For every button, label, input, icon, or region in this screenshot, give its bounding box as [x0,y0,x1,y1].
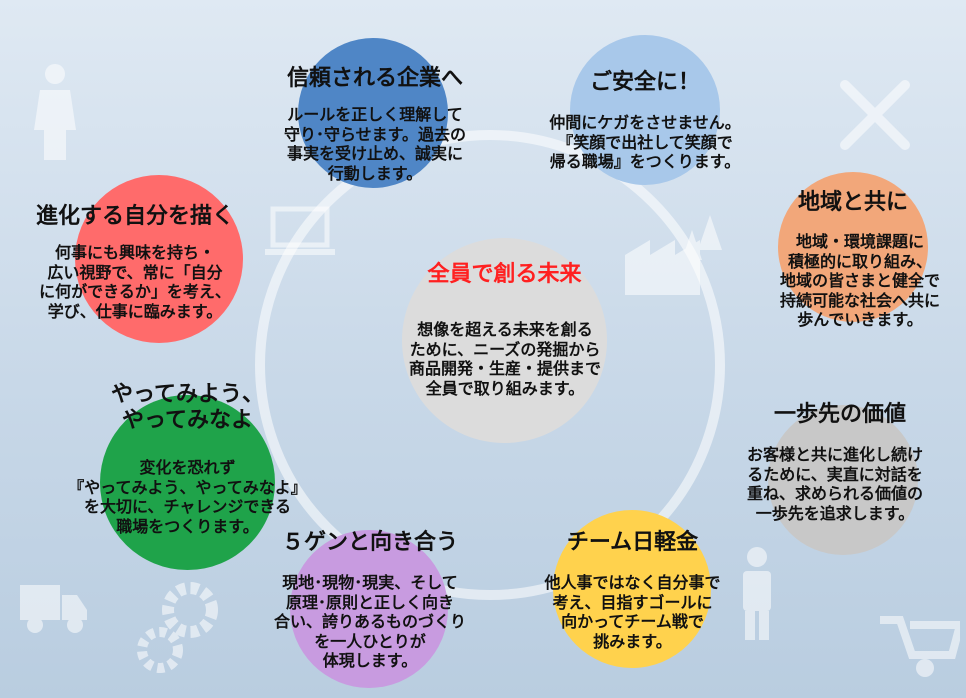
bubble-safety [570,35,720,185]
title-evolve-self: 進化する自分を描く [35,204,234,229]
bubble-team [553,510,711,668]
text-five-gen: 現地･現物･現実、そして 原理･原則と正しく向き 合い、誇りあるものづくり を一… [273,573,466,671]
factory-trees-icon [625,215,722,295]
title-five-gen: ５ゲンと向き合う [281,530,458,555]
bubble-center-future [402,238,607,443]
text-center-future: 想像を超える未来を創る ために、ニーズの発掘から 商品開発・生産・提供まで 全員… [408,320,601,398]
connecting-ring [255,130,725,600]
title-value-ahead: 一歩先の価値 [773,402,906,427]
wheelbarrow-icon [880,616,960,677]
title-safety: ご安全に！ [589,70,700,95]
text-evolve-self: 何事にも興味を持ち・ 広い視野で、常に「自分 に何ができるか」を考え、 学び、仕… [39,243,231,321]
title-team: チーム日軽金 [566,530,699,555]
laptop-icon [265,206,335,255]
gears-icon [137,582,218,673]
bubble-five-gen [290,530,448,688]
text-community: 地域・環境課題に 積極的に取り組み、 地域の皆さまと健全で 持続可能な社会へ共に… [779,232,940,330]
title-trusted-company: 信頼される企業へ [286,66,463,91]
text-try-it: 変化を恐れず 『やってみよう、やってみなよ』 を大切に、チャレンジできる 職場を… [68,458,307,536]
truck-icon [20,585,87,633]
worker-icon [743,547,771,640]
text-safety: 仲間にケガをさせません。 『笑顔で出社して笑顔で 帰る職場』をつくります。 [549,113,741,172]
bubble-try-it [100,395,275,570]
bubble-community [778,172,928,322]
title-center-future: 全員で創る未来 [427,262,582,287]
bubble-value-ahead [768,405,918,555]
person-icon [34,64,76,160]
tools-icon [840,80,910,150]
bubble-trusted-company [298,38,448,188]
text-value-ahead: お客様と共に進化し続け るために、実直に対話を 重ね、求められる価値の 一歩先を… [746,445,923,523]
bubble-evolve-self [75,175,243,343]
title-try-it: やってみよう、 やってみなよ [111,382,264,434]
title-community: 地域と共に [797,190,908,215]
text-team: 他人事ではなく自分事で 考え、目指すゴールに 向かってチーム戦で 挑みます。 [544,573,721,651]
text-trusted-company: ルールを正しく理解して 守り･守らせます。過去の 事実を受け止め、誠実に 行動し… [283,105,467,183]
